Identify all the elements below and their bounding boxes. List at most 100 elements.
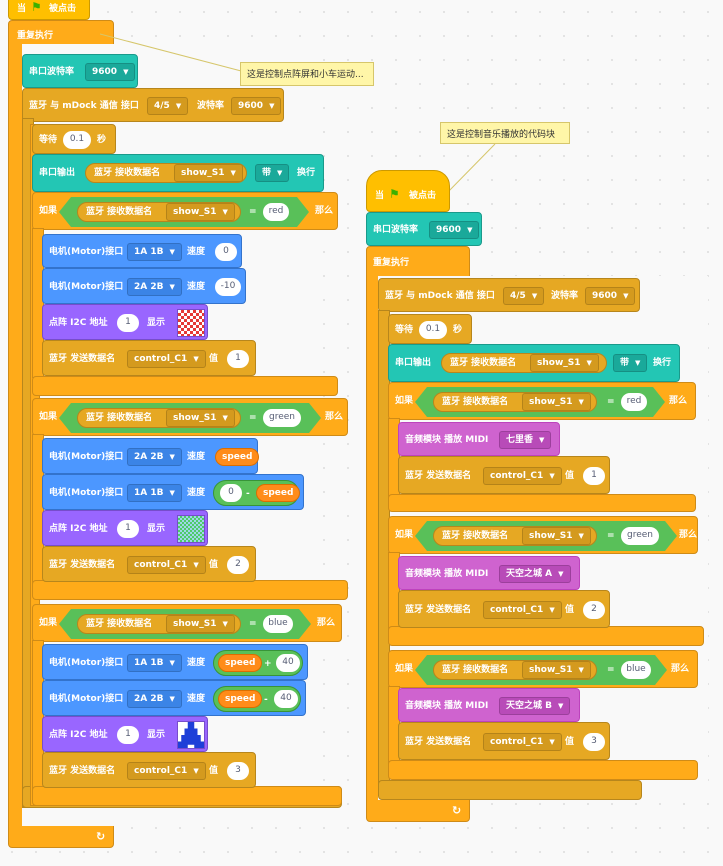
matrix-address[interactable]: 1 <box>117 520 139 538</box>
bt-send-block[interactable]: 蓝牙 发送数据名 control_C1▼ 值 2 <box>398 590 610 628</box>
speed-variable[interactable]: speed <box>215 448 260 466</box>
operand-value[interactable]: 40 <box>274 690 298 708</box>
motor-block[interactable]: 电机(Motor)接口 2A 2B▼ 速度 speed - 40 <box>42 680 306 716</box>
send-name-dropdown[interactable]: control_C1▼ <box>127 556 206 574</box>
recv-name-dropdown[interactable]: show_S1▼ <box>522 527 591 545</box>
serial-output-block-left[interactable]: 串口输出 蓝牙 接收数据名 show_S1▼ 带▼ 换行 <box>32 154 324 192</box>
bt-connect-block-right[interactable]: 蓝牙 与 mDock 通信 接口 4/5▼ 波特率 9600▼ <box>378 278 640 312</box>
wait-value[interactable]: 0.1 <box>63 131 91 149</box>
send-value[interactable]: 2 <box>583 601 605 619</box>
condition-green[interactable]: 蓝牙 接收数据名 show_S1▼ = green <box>59 403 321 433</box>
bt-send-block[interactable]: 蓝牙 发送数据名 control_C1▼ 值 3 <box>398 722 610 760</box>
send-name-dropdown[interactable]: control_C1▼ <box>127 762 206 780</box>
recv-name-dropdown[interactable]: show_S1▼ <box>522 661 591 679</box>
motor-port-dropdown[interactable]: 1A 1B▼ <box>127 243 182 261</box>
recv-name-dropdown[interactable]: show_S1▼ <box>166 203 235 221</box>
if-green-block[interactable]: 如果 蓝牙 接收数据名 show_S1▼ = green 那么 <box>32 398 348 436</box>
motor-port-dropdown[interactable]: 1A 1B▼ <box>127 654 182 672</box>
bt-send-block[interactable]: 蓝牙 发送数据名 control_C1▼ 值 1 <box>42 340 256 376</box>
recv-name-dropdown[interactable]: show_S1▼ <box>174 164 243 182</box>
speed-variable[interactable]: speed <box>218 654 263 672</box>
motor-block[interactable]: 电机(Motor)接口 1A 1B▼ 速度 speed + 40 <box>42 644 308 680</box>
send-value[interactable]: 3 <box>227 762 249 780</box>
condition-red[interactable]: 蓝牙 接收数据名 show_S1▼ = red <box>59 197 309 227</box>
condition-blue[interactable]: 蓝牙 接收数据名 show_S1▼ = blue <box>59 609 311 639</box>
if-red-block-right[interactable]: 如果 蓝牙 接收数据名 show_S1▼ = red 那么 <box>388 382 696 420</box>
motor-port-dropdown[interactable]: 2A 2B▼ <box>127 278 182 296</box>
speed-variable[interactable]: speed <box>256 484 301 502</box>
song-dropdown[interactable]: 天空之城 B▼ <box>499 697 571 715</box>
wait-block-right[interactable]: 等待 0.1 秒 <box>388 314 472 344</box>
bt-send-block[interactable]: 蓝牙 发送数据名 control_C1▼ 值 2 <box>42 546 256 582</box>
bt-recv-reporter[interactable]: 蓝牙 接收数据名 show_S1▼ <box>77 408 241 428</box>
matrix-preview-icon[interactable] <box>177 515 205 543</box>
speed-variable[interactable]: speed <box>218 690 263 708</box>
matrix-block[interactable]: 点阵 I2C 地址 1 显示 <box>42 510 208 546</box>
newline-dropdown[interactable]: 带▼ <box>613 354 648 372</box>
bt-send-block[interactable]: 蓝牙 发送数据名 control_C1▼ 值 3 <box>42 752 256 788</box>
matrix-block[interactable]: 点阵 I2C 地址 1 显示 <box>42 716 208 752</box>
send-value[interactable]: 1 <box>227 350 249 368</box>
serial-baud-block-right[interactable]: 串口波特率 9600▼ <box>366 212 482 246</box>
bt-baud-dropdown[interactable]: 9600▼ <box>585 287 636 305</box>
recv-name-dropdown[interactable]: show_S1▼ <box>522 393 591 411</box>
motor-block[interactable]: 电机(Motor)接口 1A 1B▼ 速度 0 - speed <box>42 474 304 510</box>
serial-baud-block-left[interactable]: 串口波特率 9600▼ <box>22 54 138 88</box>
bt-recv-reporter[interactable]: 蓝牙 接收数据名 show_S1▼ <box>85 163 247 183</box>
condition-green[interactable]: 蓝牙 接收数据名 show_S1▼ = green <box>415 521 677 551</box>
compare-value[interactable]: blue <box>263 615 293 633</box>
send-name-dropdown[interactable]: control_C1▼ <box>483 467 562 485</box>
newline-dropdown[interactable]: 带▼ <box>255 164 290 182</box>
send-name-dropdown[interactable]: control_C1▼ <box>127 350 206 368</box>
recv-name-dropdown[interactable]: show_S1▼ <box>166 615 235 633</box>
motor-port-dropdown[interactable]: 1A 1B▼ <box>127 484 182 502</box>
recv-name-dropdown[interactable]: show_S1▼ <box>166 409 235 427</box>
baud-dropdown[interactable]: 9600▼ <box>429 221 480 239</box>
motor-port-dropdown[interactable]: 2A 2B▼ <box>127 690 182 708</box>
matrix-address[interactable]: 1 <box>117 314 139 332</box>
port-dropdown[interactable]: 4/5▼ <box>147 97 189 115</box>
compare-value[interactable]: green <box>263 409 301 427</box>
operand-value[interactable]: 40 <box>276 654 300 672</box>
condition-blue[interactable]: 蓝牙 接收数据名 show_S1▼ = blue <box>415 655 667 685</box>
speed-value[interactable]: -10 <box>215 278 241 296</box>
bt-recv-reporter[interactable]: 蓝牙 接收数据名 show_S1▼ <box>433 660 597 680</box>
serial-output-block-right[interactable]: 串口输出 蓝牙 接收数据名 show_S1▼ 带▼ 换行 <box>388 344 680 382</box>
comment-note-right[interactable]: 这是控制音乐播放的代码块 <box>440 122 570 144</box>
motor-block[interactable]: 电机(Motor)接口 2A 2B▼ 速度 speed <box>42 438 260 474</box>
compare-value[interactable]: blue <box>621 661 651 679</box>
audio-block[interactable]: 音频模块 播放 MIDI 天空之城 B▼ <box>398 688 580 722</box>
if-green-block-right[interactable]: 如果 蓝牙 接收数据名 show_S1▼ = green 那么 <box>388 516 698 554</box>
subtract-operator[interactable]: 0 - speed <box>213 480 301 506</box>
send-name-dropdown[interactable]: control_C1▼ <box>483 601 562 619</box>
song-dropdown[interactable]: 天空之城 A▼ <box>499 565 571 583</box>
subtract-operator[interactable]: speed - 40 <box>213 686 301 712</box>
operand-value[interactable]: 0 <box>220 484 242 502</box>
recv-name-dropdown[interactable]: show_S1▼ <box>530 354 599 372</box>
matrix-preview-icon[interactable] <box>177 721 205 749</box>
comment-note-left[interactable]: 这是控制点阵屏和小车运动... <box>240 62 374 86</box>
bt-baud-dropdown[interactable]: 9600▼ <box>231 97 282 115</box>
audio-block[interactable]: 音频模块 播放 MIDI 天空之城 A▼ <box>398 556 580 590</box>
if-red-block[interactable]: 如果 蓝牙 接收数据名 show_S1▼ = red 那么 <box>32 192 338 230</box>
compare-value[interactable]: red <box>621 393 647 411</box>
add-operator[interactable]: speed + 40 <box>213 650 303 676</box>
matrix-preview-icon[interactable] <box>177 309 205 337</box>
wait-block-left[interactable]: 等待 0.1 秒 <box>32 124 116 154</box>
when-flag-clicked-hat-right[interactable]: 当 ⚑ 被点击 <box>366 170 450 212</box>
wait-value[interactable]: 0.1 <box>419 321 447 339</box>
bt-recv-reporter[interactable]: 蓝牙 接收数据名 show_S1▼ <box>441 353 607 373</box>
speed-value[interactable]: 0 <box>215 243 237 261</box>
send-value[interactable]: 3 <box>583 733 605 751</box>
send-value[interactable]: 1 <box>583 467 605 485</box>
port-dropdown[interactable]: 4/5▼ <box>503 287 545 305</box>
baud-dropdown[interactable]: 9600▼ <box>85 63 136 81</box>
send-name-dropdown[interactable]: control_C1▼ <box>483 733 562 751</box>
bt-send-block[interactable]: 蓝牙 发送数据名 control_C1▼ 值 1 <box>398 456 610 494</box>
motor-block[interactable]: 电机(Motor)接口 1A 1B▼ 速度 0 <box>42 234 242 268</box>
matrix-address[interactable]: 1 <box>117 726 139 744</box>
bt-connect-block-left[interactable]: 蓝牙 与 mDock 通信 接口 4/5▼ 波特率 9600▼ <box>22 88 284 122</box>
send-value[interactable]: 2 <box>227 556 249 574</box>
when-flag-clicked-hat-left[interactable]: 当 ⚑ 被点击 <box>8 0 90 20</box>
if-blue-block[interactable]: 如果 蓝牙 接收数据名 show_S1▼ = blue 那么 <box>32 604 342 642</box>
